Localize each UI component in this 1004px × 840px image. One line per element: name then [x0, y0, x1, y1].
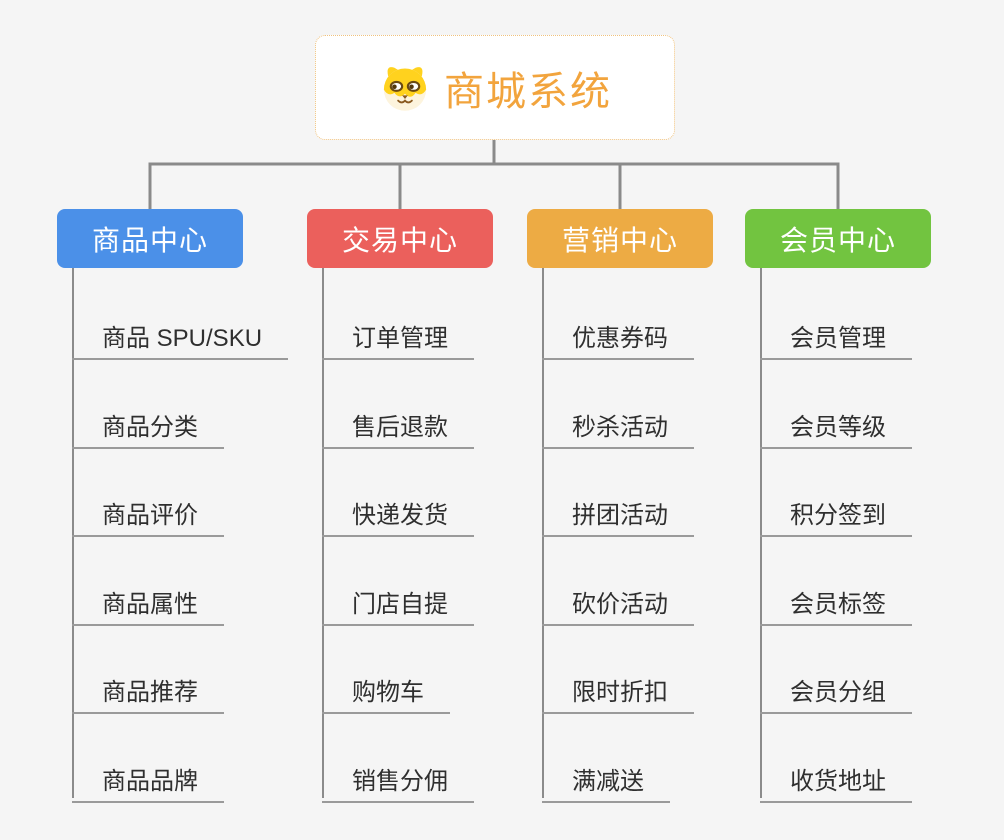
leaf-item[interactable]: 限时折扣 [542, 669, 694, 714]
leaf-item[interactable]: 满减送 [542, 758, 670, 803]
leaf-item[interactable]: 商品推荐 [72, 669, 224, 714]
leaf-item[interactable]: 门店自提 [322, 581, 474, 626]
leaf-item[interactable]: 商品品牌 [72, 758, 224, 803]
leaf-item[interactable]: 拼团活动 [542, 492, 694, 537]
root-title: 商城系统 [444, 69, 612, 114]
branch-stem-product-center [72, 268, 74, 798]
leaf-item[interactable]: 优惠券码 [542, 315, 694, 360]
branch-node-member-center[interactable]: 会员中心 [745, 209, 931, 268]
root-node[interactable]: 商城系统 [315, 35, 675, 140]
branch-stem-trade-center [322, 268, 324, 798]
branch-stem-member-center [760, 268, 762, 798]
leaf-item[interactable]: 积分签到 [760, 492, 912, 537]
branch-node-marketing-center[interactable]: 营销中心 [527, 209, 713, 268]
leaf-item[interactable]: 销售分佣 [322, 758, 474, 803]
leaf-item[interactable]: 会员标签 [760, 581, 912, 626]
leaf-item[interactable]: 商品属性 [72, 581, 224, 626]
leaf-item[interactable]: 商品分类 [72, 404, 224, 449]
leaf-item[interactable]: 会员等级 [760, 404, 912, 449]
leaf-item[interactable]: 商品评价 [72, 492, 224, 537]
leaf-item[interactable]: 砍价活动 [542, 581, 694, 626]
leaf-item[interactable]: 订单管理 [322, 315, 474, 360]
dog-face-icon [378, 62, 432, 114]
leaf-item[interactable]: 购物车 [322, 669, 450, 714]
branch-node-product-center[interactable]: 商品中心 [57, 209, 243, 268]
leaf-item[interactable]: 售后退款 [322, 404, 474, 449]
leaf-item[interactable]: 快递发货 [322, 492, 474, 537]
branch-stem-marketing-center [542, 268, 544, 798]
leaf-item[interactable]: 收货地址 [760, 758, 912, 803]
leaf-item[interactable]: 会员管理 [760, 315, 912, 360]
leaf-item[interactable]: 会员分组 [760, 669, 912, 714]
leaf-item[interactable]: 秒杀活动 [542, 404, 694, 449]
branch-node-trade-center[interactable]: 交易中心 [307, 209, 493, 268]
leaf-item[interactable]: 商品 SPU/SKU [72, 315, 289, 360]
